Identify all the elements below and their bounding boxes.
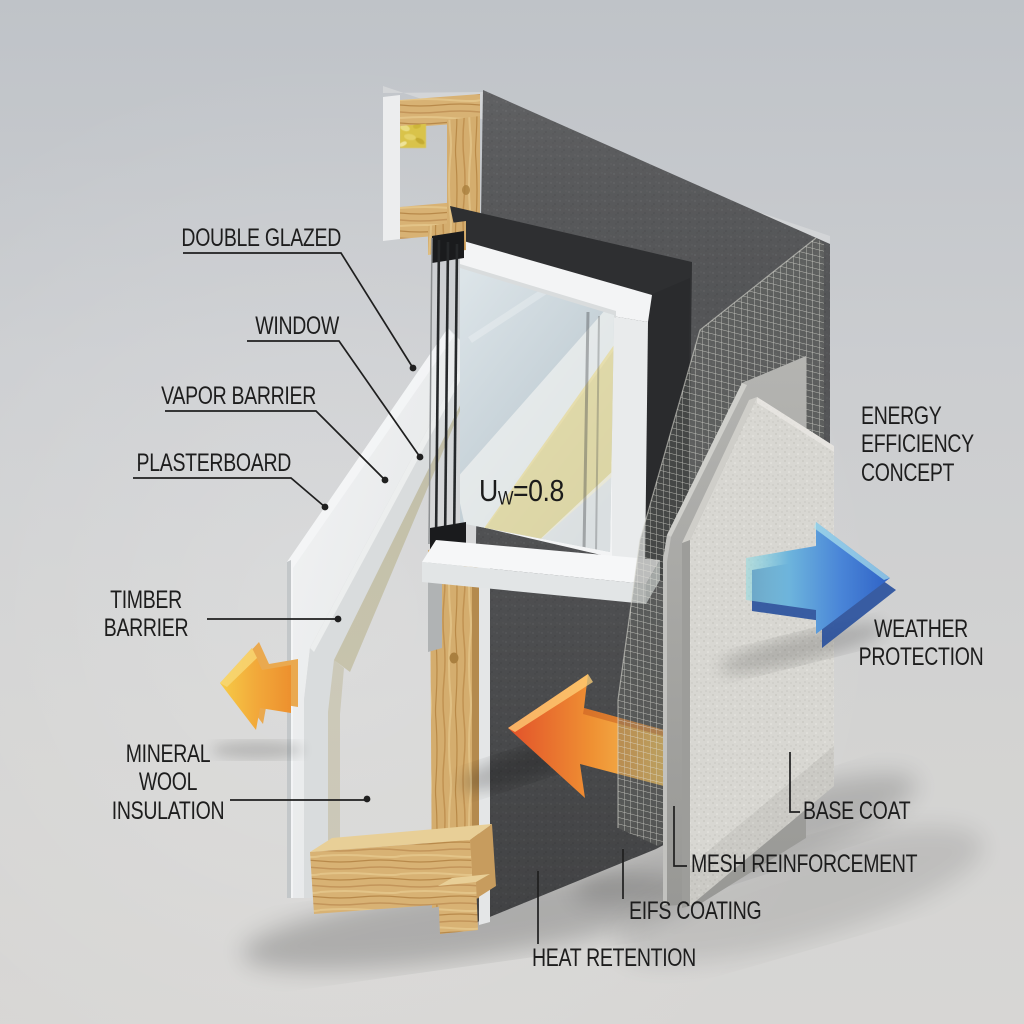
- leader-dots: [321, 364, 424, 803]
- label-energy-efficiency-concept: ENERGY EFFICIENCY CONCEPT: [861, 402, 974, 487]
- label-plasterboard: PLASTERBOARD: [136, 449, 292, 477]
- leader-base-coat: [789, 752, 800, 813]
- label-base-coat: BASE COAT: [803, 797, 911, 825]
- label-vapor-barrier: VAPOR BARRIER: [161, 382, 316, 410]
- label-weather-protection: WEATHER PROTECTION: [858, 615, 984, 672]
- timber-base-plate: [310, 824, 496, 934]
- leader-lines: [133, 252, 800, 944]
- label-double-glazed: DOUBLE GLAZED: [181, 224, 341, 252]
- window-assembly: [422, 206, 692, 652]
- label-timber-barrier: TIMBER BARRIER: [103, 586, 189, 643]
- weather-protection-arrow: [719, 522, 896, 673]
- window-glass: [460, 268, 614, 552]
- leader-plasterboard: [133, 477, 326, 508]
- plasterboard-panel: [287, 328, 470, 898]
- heat-loss-arrow-small: [212, 642, 304, 759]
- leader-vapor-barrier: [165, 410, 386, 481]
- leader-window: [247, 340, 421, 458]
- label-window: WINDOW: [255, 312, 339, 340]
- u-subscript: W: [497, 488, 514, 510]
- label-heat-retention: HEAT RETENTION: [532, 944, 696, 972]
- u-value-annotation: UW=0.8: [479, 473, 564, 510]
- vapor-barrier-layer: [304, 350, 481, 898]
- label-mesh-reinforcement: MESH REINFORCEMENT: [691, 850, 918, 878]
- u-number: =0.8: [512, 473, 564, 508]
- u-symbol: U: [479, 473, 498, 508]
- label-mineral-wool-insulation: MINERAL WOOL INSULATION: [111, 740, 225, 825]
- leader-mesh-reinforcement: [673, 806, 687, 867]
- label-eifs-coating: EIFS COATING: [629, 897, 762, 925]
- leader-double-glazed: [183, 252, 414, 369]
